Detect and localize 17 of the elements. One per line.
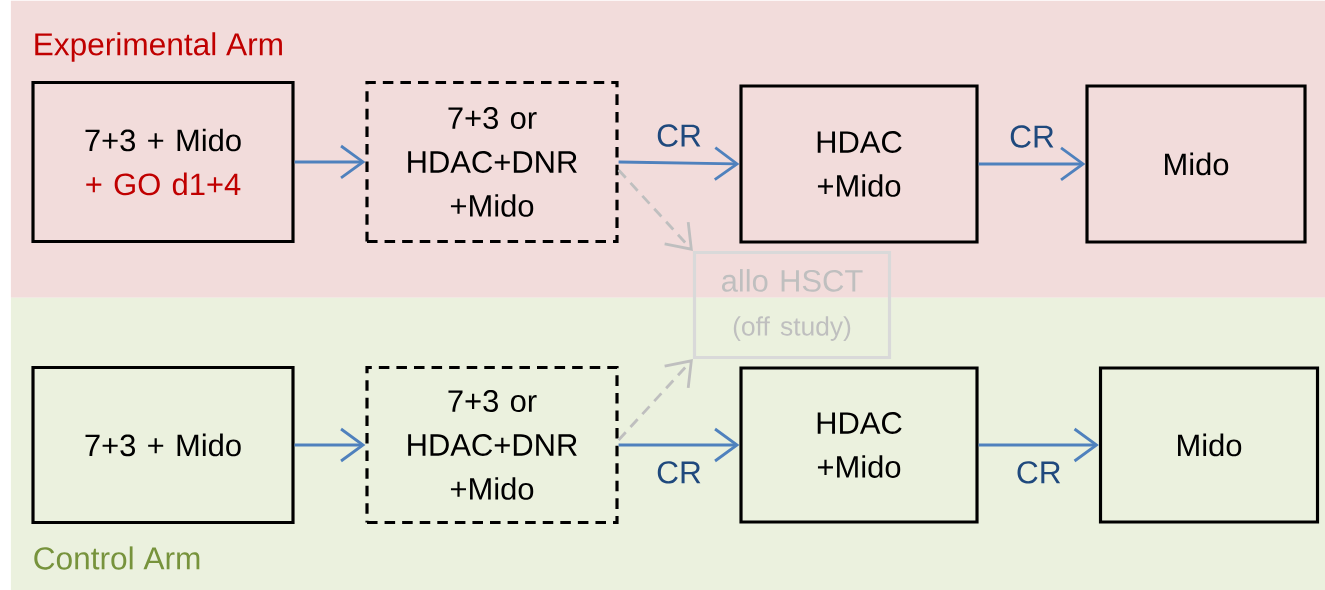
arrow [617, 359, 693, 441]
arrow [618, 146, 740, 181]
treatment-box: HDAC +Mido [739, 84, 979, 244]
arrow [617, 169, 693, 251]
arrow [978, 427, 1099, 463]
arrow [618, 427, 740, 463]
treatment-box: HDAC +Mido [739, 366, 979, 524]
treatment-box: Mido [1098, 366, 1320, 524]
arrow [294, 427, 366, 463]
edge-label: CR [1012, 457, 1066, 488]
treatment-box: 7+3 + Mido [31, 365, 295, 525]
treatment-box: 7+3 or HDAC+DNR +Mido [365, 365, 619, 525]
treatment-box: 7+3 or HDAC+DNR +Mido [365, 80, 619, 244]
treatment-box: 7+3 + Mido + GO d1+4 [31, 80, 295, 244]
treatment-box: Mido [1085, 84, 1307, 244]
arrow [978, 146, 1086, 182]
arrow [294, 144, 366, 180]
